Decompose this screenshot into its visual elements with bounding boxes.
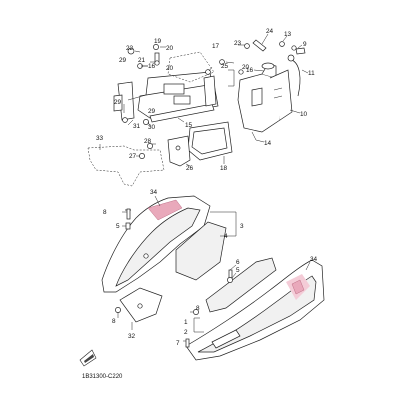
- bolts-5: [125, 208, 131, 230]
- callout-33: 33: [96, 135, 104, 142]
- callout-25: 25: [221, 63, 229, 70]
- overflow-hose: [291, 59, 301, 97]
- callout-14: 14: [264, 140, 272, 147]
- callout-labels: 22 19 20 21 29 16 20 17 23 24 13 9 25 20…: [96, 28, 318, 347]
- callout-32: 32: [128, 333, 136, 340]
- callout-30: 30: [148, 124, 156, 131]
- callout-24: 24: [266, 28, 274, 35]
- callout-bracket-3-4: [210, 211, 237, 237]
- callout-16-b: 16: [246, 67, 254, 74]
- callout-9: 9: [303, 41, 307, 48]
- side-cover-left: [101, 195, 211, 293]
- callout-26: 26: [186, 165, 194, 172]
- callout-28: 28: [144, 138, 152, 145]
- callout-6: 6: [236, 259, 240, 266]
- callout-31: 31: [133, 123, 141, 130]
- frame-bracket-assembly: [113, 71, 219, 123]
- callout-5-b: 5: [236, 267, 240, 274]
- callout-20: 20: [166, 45, 174, 52]
- tray-18: [187, 121, 233, 161]
- callout-4: 4: [224, 233, 228, 240]
- callout-23: 23: [234, 40, 242, 47]
- callout-34-a: 34: [150, 189, 158, 196]
- callout-5: 5: [116, 223, 120, 230]
- callout-27: 27: [129, 153, 137, 160]
- panel-4: [175, 221, 227, 281]
- callout-8-a: 8: [103, 209, 107, 216]
- callout-20-b: 20: [166, 65, 174, 72]
- callout-8-c: 8: [112, 318, 116, 325]
- bolt-group-upper-left: [122, 44, 225, 125]
- callout-8-b: 8: [196, 305, 200, 312]
- tank-fittings: [238, 39, 306, 75]
- diagram-code: 1B31300-C220: [82, 374, 123, 380]
- bracket-32-hole: [137, 303, 143, 309]
- callout-20-c: 20: [242, 64, 250, 71]
- plate-17-outline: [167, 51, 215, 83]
- callout-18: 18: [220, 165, 228, 172]
- sheet-33-outline: [87, 145, 165, 187]
- callout-bracket-20-25: [228, 69, 235, 87]
- callout-19: 19: [154, 38, 162, 45]
- hose-cap: [287, 54, 295, 62]
- callout-11: 11: [308, 70, 315, 77]
- callout-1: 1: [184, 319, 188, 326]
- callout-34-b: 34: [310, 256, 318, 263]
- callout-16-a: 16: [148, 63, 156, 70]
- callout-7: 7: [176, 340, 180, 347]
- callout-15: 15: [185, 122, 193, 129]
- callout-21: 21: [138, 57, 146, 64]
- callout-22: 22: [126, 45, 134, 52]
- callout-17: 17: [212, 43, 220, 50]
- callout-13: 13: [284, 31, 292, 38]
- reservoir-tank: [237, 62, 293, 133]
- leader-lines: [99, 33, 311, 342]
- side-cover-right: [185, 259, 325, 361]
- callout-bracket-1-2: [193, 317, 204, 333]
- panel-right: [205, 257, 277, 313]
- callout-29: 29: [119, 57, 127, 64]
- callout-3: 3: [240, 223, 244, 230]
- callout-2: 2: [184, 329, 188, 336]
- front-direction-icon: [79, 349, 97, 367]
- callout-10: 10: [300, 111, 308, 118]
- bracket-26: [139, 135, 191, 167]
- callout-29-b: 29: [114, 99, 122, 106]
- callout-29-c: 29: [148, 108, 156, 115]
